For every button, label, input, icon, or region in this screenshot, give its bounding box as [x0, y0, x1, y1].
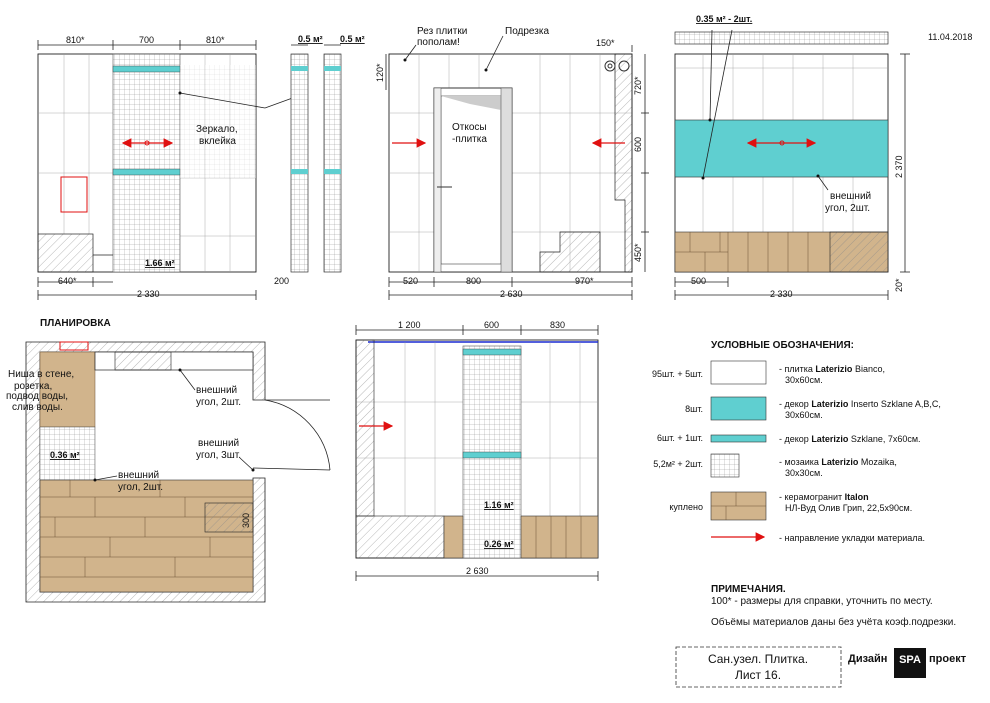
dim-top-right: 150* [596, 38, 615, 48]
reveal-label-2: -плитка [452, 134, 487, 145]
top-strip-label: 0.35 м² - 2шт. [696, 14, 752, 24]
legend-desc-4b: НЛ-Вуд Олив Грип, 22,5х90см. [785, 503, 912, 513]
elevation-4: 1 200 600 830 1.16 м² 0.26 м² 2 630 [355, 320, 599, 581]
brand-post: проект [929, 653, 967, 665]
dim-2370: 2 370 [894, 155, 904, 178]
legend-desc-0: - плитка Laterizio Bianco, [779, 364, 885, 374]
brand-logo-text: SPA [899, 654, 921, 666]
legend-desc-2: - декор Laterizio Szklane, 7х60см. [779, 434, 921, 444]
dim-2630: 2 630 [500, 289, 523, 299]
dim-520: 520 [403, 276, 418, 286]
plan-note-1b: угол, 2шт. [196, 397, 241, 408]
elevation-1: 810* 700 810* Зеркало, вклейка 1.66 [37, 35, 299, 300]
elevation-3: 0.35 м² - 2шт. внешний угол, 2шт. 2 3 [674, 14, 910, 300]
swatch-inserto [710, 396, 767, 421]
legend-qty-0: 95шт. + 5шт. [652, 369, 703, 379]
legend-qty-1: 8шт. [685, 404, 703, 414]
niche-note-1: Ниша в стене, [8, 369, 74, 380]
dim-2630-b: 2 630 [466, 566, 489, 576]
side-strips: 0.5 м² 0.5 м² 200 [274, 34, 365, 286]
plan-note-2a: внешний [198, 438, 239, 449]
legend: УСЛОВНЫЕ ОБОЗНАЧЕНИЯ: 95шт. + 5шт. 8шт. … [652, 340, 941, 543]
dim-830: 830 [550, 320, 565, 330]
niche-note-4: слив воды. [12, 402, 63, 413]
brand-logo: Дизайн SPA проект [848, 648, 967, 678]
dim-top-3: 810* [206, 35, 225, 45]
legend-desc-5: - направление укладки материала. [779, 533, 925, 543]
niche-note-2: розетка, [14, 381, 52, 392]
note-trim: Подрезка [505, 26, 549, 37]
dim-1200: 1 200 [398, 320, 421, 330]
strip-dim: 200 [274, 276, 289, 286]
legend-qty-3: 5,2м² + 2шт. [653, 459, 703, 469]
legend-title: УСЛОВНЫЕ ОБОЗНАЧЕНИЯ: [711, 340, 854, 351]
dim-600-b: 600 [484, 320, 499, 330]
dim-500: 500 [691, 276, 706, 286]
plan-note-2b: угол, 3шт. [196, 450, 241, 461]
mirror-label-2: вклейка [199, 136, 236, 147]
plan-note-1a: внешний [196, 385, 237, 396]
swatch-italon [710, 491, 767, 521]
corner-note-1: внешний [830, 191, 871, 202]
legend-qty-2: 6шт. + 1шт. [657, 433, 703, 443]
stamp-line2: Лист 16. [735, 668, 781, 682]
legend-desc-3: - мозаика Laterizio Mozaika, [779, 457, 897, 467]
dim-20: 20* [894, 278, 904, 292]
notes-title: ПРИМЕЧАНИЯ. [711, 584, 786, 595]
elevation-2: Рез плитки пополам! Подрезка Откосы -пли… [375, 26, 649, 300]
dim-bottom-total: 2 330 [137, 289, 160, 299]
plan-dim-300: 300 [241, 513, 251, 528]
dim-970: 970* [575, 276, 594, 286]
swatch-mosaic [710, 453, 740, 478]
floor-plan: ПЛАНИРОВКА Ниша в стене, розетка, [6, 318, 331, 603]
niche-note-3: подвод воды, [6, 391, 68, 402]
corner-note-2: угол, 2шт. [825, 203, 870, 214]
swatch-bianco [710, 360, 767, 385]
elev4-area1: 1.16 м² [484, 500, 514, 510]
note-cut-1: Рез плитки [417, 26, 467, 37]
dim-left-120: 120* [375, 63, 385, 82]
brand-pre: Дизайн [848, 653, 887, 665]
elev4-area2: 0.26 м² [484, 539, 514, 549]
swatch-szklane [710, 434, 767, 443]
dim-800: 800 [466, 276, 481, 286]
legend-desc-1b: 30х60см. [785, 410, 823, 420]
elev1-area: 1.66 м² [145, 258, 175, 268]
plan-title: ПЛАНИРОВКА [40, 318, 111, 329]
dim-right-600: 600 [633, 137, 643, 152]
legend-desc-1: - декор Laterizio Inserto Szklane A,B,C, [779, 399, 941, 409]
strip-label-2: 0.5 м² [340, 34, 365, 44]
legend-desc-4: - керамогранит Italon [779, 492, 869, 502]
dim-right-450: 450* [633, 243, 643, 262]
socket-marker [60, 176, 88, 213]
plan-note-3a: внешний [118, 470, 159, 481]
dim-right-720: 720* [633, 76, 643, 95]
legend-desc-3b: 30х30см. [785, 468, 823, 478]
strip-label-1: 0.5 м² [298, 34, 323, 44]
mirror-label-1: Зеркало, [196, 124, 238, 135]
legend-desc-0b: 30х60см. [785, 375, 823, 385]
notes-line2: Объёмы материалов даны без учёта коэф.по… [711, 616, 956, 628]
plan-area: 0.36 м² [50, 450, 80, 460]
sheet-date: 11.04.2018 [928, 32, 972, 42]
notes-line1: 100* - размеры для справки, уточнить по … [711, 596, 933, 607]
dim-top-2: 700 [139, 35, 154, 45]
title-stamp: Сан.узел. Плитка. Лист 16. [675, 646, 842, 688]
dim-2330-b: 2 330 [770, 289, 793, 299]
notes: ПРИМЕЧАНИЯ. 100* - размеры для справки, … [711, 584, 956, 628]
dim-bottom-1: 640* [58, 276, 77, 286]
legend-qty-4: куплено [669, 502, 703, 512]
note-cut-2: пополам! [417, 37, 460, 48]
dim-top-1: 810* [66, 35, 85, 45]
stamp-line1: Сан.узел. Плитка. [708, 652, 808, 666]
plan-note-3b: угол, 2шт. [118, 482, 163, 493]
reveal-label-1: Откосы [452, 122, 487, 133]
